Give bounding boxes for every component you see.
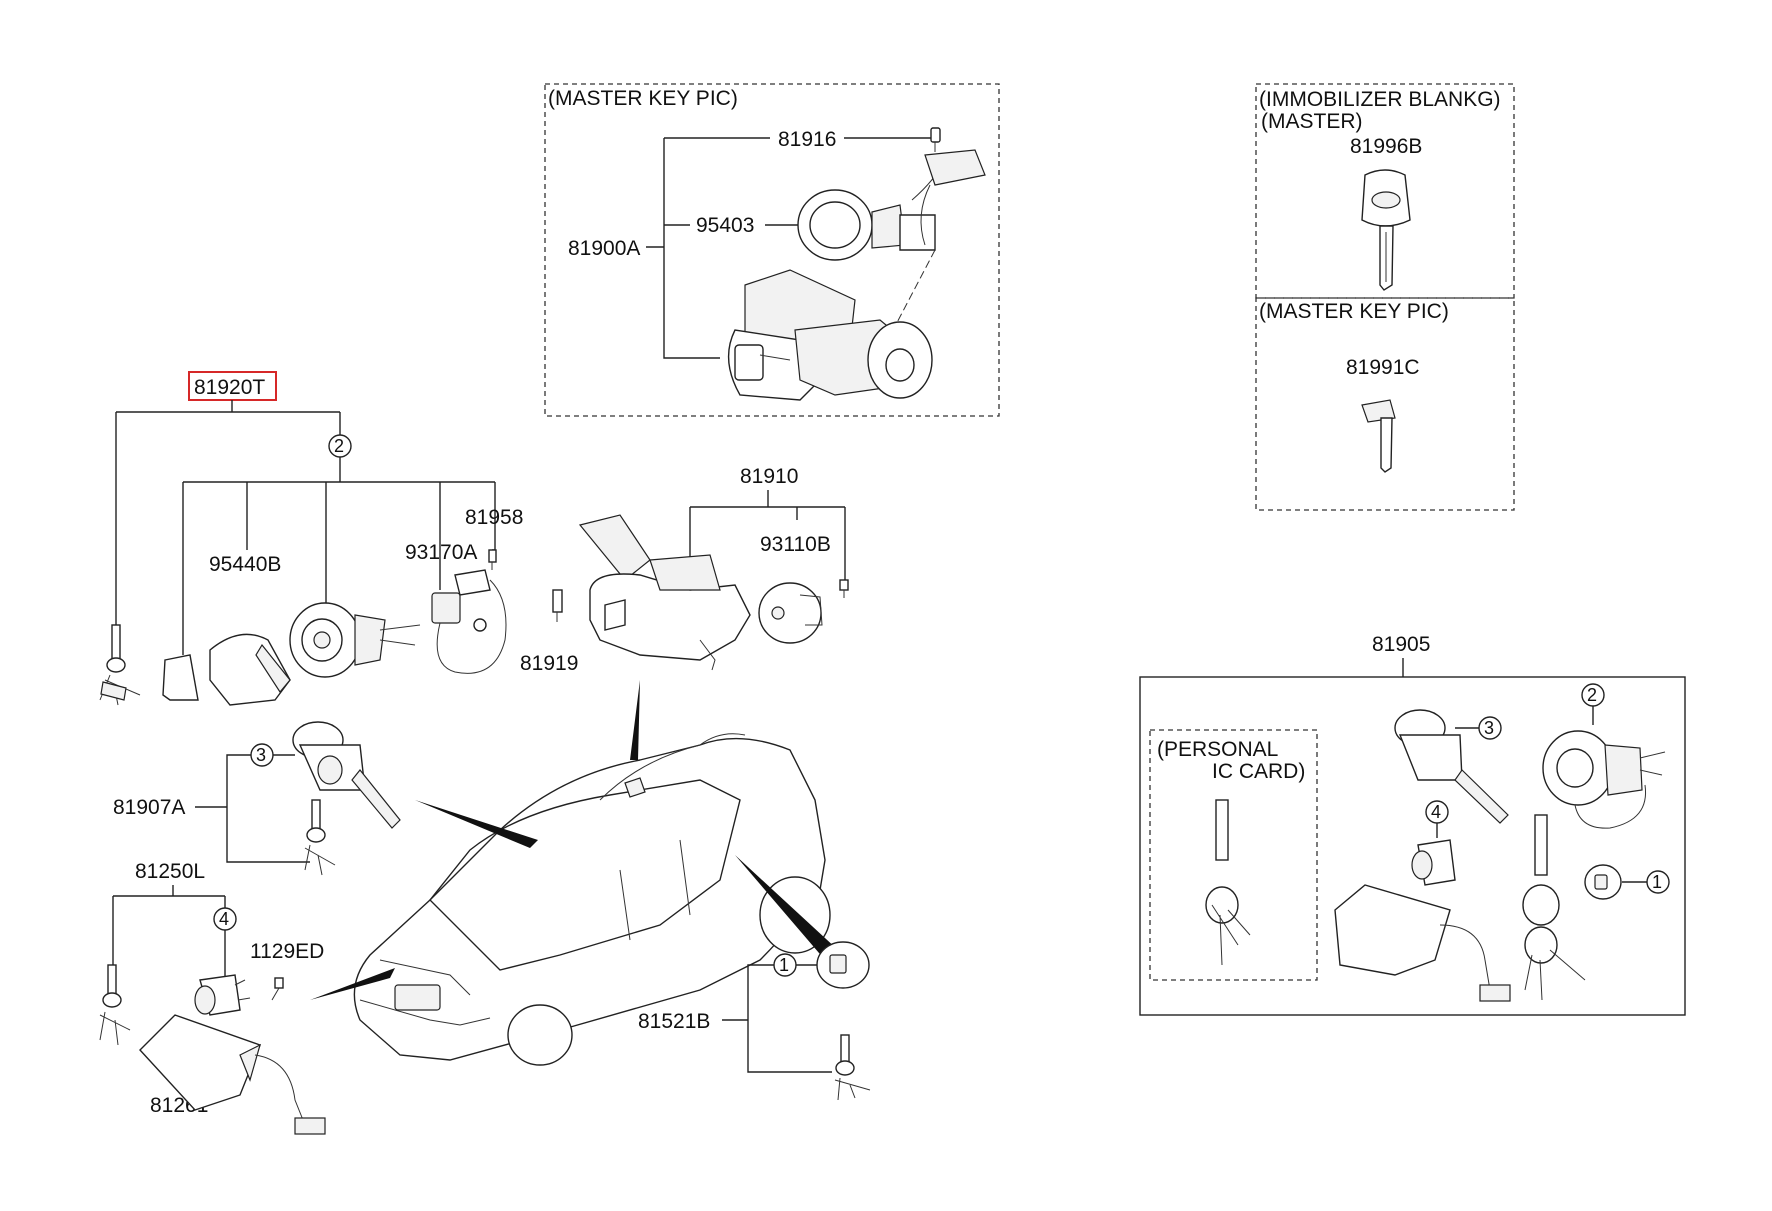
callout-4-left: 4 (213, 907, 237, 931)
personal-ic-card-frame (1149, 729, 1318, 981)
callout-2-top: 2 (328, 434, 352, 458)
leader-81910 (689, 490, 846, 580)
kit-fuel-cylinder-icon (1584, 864, 1622, 900)
ignition-lock-cylinder-icon (289, 602, 421, 678)
label-81250l[interactable]: 81250L (135, 860, 205, 883)
label-1129ed[interactable]: 1129ED (250, 940, 324, 963)
leader-callout-2 (182, 457, 496, 655)
kit-master-key-icon (1522, 814, 1586, 1001)
kit-81905-frame (1139, 676, 1686, 1016)
leader-81907a (195, 754, 310, 863)
screw-81958-icon (488, 549, 497, 570)
master-key-pic-title: (MASTER KEY PIC) (548, 87, 738, 110)
callout-3-kit: 3 (1478, 716, 1502, 740)
immobilizer-frame (1255, 83, 1515, 299)
callout-1-bottom: 1 (773, 953, 797, 977)
key-81996b-icon (1361, 169, 1411, 291)
key-set-81521b-icon (834, 1034, 871, 1101)
lock-kit-81905-group: 81905 (PERSONAL IC CARD) 3 2 (1139, 633, 1686, 1016)
callout-1-text: 1 (779, 955, 789, 975)
pointer-wedge-top (630, 680, 640, 760)
key-set-81920t-icon (99, 624, 141, 706)
harness-93170a-icon (431, 569, 507, 674)
ignition-lock-assembly-icon (727, 269, 933, 401)
label-95440b[interactable]: 95440B (209, 553, 281, 576)
switch-93110b-icon (758, 582, 823, 644)
cross-marker-icon (624, 777, 646, 798)
label-95403[interactable]: 95403 (696, 214, 754, 237)
master-key-leaders (646, 137, 932, 359)
label-81916[interactable]: 81916 (778, 128, 836, 151)
label-81991c[interactable]: 81991C (1346, 356, 1420, 379)
antenna-ring-95403-icon (797, 159, 946, 261)
key-set-81250l-icon (99, 964, 131, 1046)
kit-trunk-cylinder-icon (1411, 839, 1456, 886)
callout-4-kit: 4 (1425, 800, 1449, 824)
label-81905[interactable]: 81905 (1372, 633, 1430, 656)
kit-door-cylinder-icon (1394, 709, 1509, 824)
immobilizer-title: (IMMOBILIZER BLANKG) (1259, 88, 1501, 111)
key-set-81907a-icon (304, 799, 336, 876)
callout-3-kit-text: 3 (1484, 718, 1494, 738)
sedan-outline-icon (353, 733, 831, 1066)
label-81907a[interactable]: 81907A (113, 796, 185, 819)
personal-title: (PERSONAL (1157, 738, 1278, 761)
callout-4-text: 4 (219, 909, 229, 929)
screw-81916-icon (930, 127, 941, 152)
label-93170a[interactable]: 93170A (405, 541, 477, 564)
callout-3-text: 3 (256, 745, 266, 765)
key-81991c-icon (1361, 399, 1396, 473)
master-key-pic-frame (544, 83, 1000, 417)
master-key-pic-right-frame (1255, 297, 1515, 511)
screw-93110b-icon (839, 579, 849, 598)
trunk-lock-81250l-group: 81250L 4 1129ED 81261 (99, 860, 326, 1135)
sensor-81919-icon (552, 589, 563, 622)
label-81910[interactable]: 81910 (740, 465, 798, 488)
cylinder-81521b-icon (816, 941, 870, 989)
pointer-wedge-bottom (310, 968, 395, 1000)
master-key-pic-group: (MASTER KEY PIC) 81916 95403 81900A (544, 83, 1000, 417)
leader-81250l (112, 885, 226, 965)
callout-4-kit-text: 4 (1431, 802, 1441, 822)
lock-set-81920t-group: 81920T 2 95440B 93170A 81958 (99, 371, 523, 706)
screw-1129ed-icon (271, 977, 284, 1001)
trunk-cylinder-icon (194, 974, 251, 1016)
callout-1-kit: 1 (1646, 870, 1670, 894)
label-81996b[interactable]: 81996B (1350, 135, 1422, 158)
callout-1-kit-text: 1 (1652, 872, 1662, 892)
kit-ignition-lock-icon (1542, 730, 1666, 829)
fuel-door-81521b-group: 1 81521B (638, 941, 871, 1101)
master-key-pic-right-title: (MASTER KEY PIC) (1259, 300, 1449, 323)
callout-3-left: 3 (250, 743, 274, 767)
cover-95440b-icon (209, 633, 291, 706)
label-81919[interactable]: 81919 (520, 652, 578, 675)
label-81920t[interactable]: 81920T (194, 376, 265, 399)
callout-2-kit-text: 2 (1587, 685, 1597, 705)
leader-81521b (722, 964, 832, 1073)
trim-piece-icon (162, 654, 199, 701)
steering-lock-body-icon (578, 514, 751, 671)
label-81958[interactable]: 81958 (465, 506, 523, 529)
immobilizer-group: (IMMOBILIZER BLANKG) (MASTER) 81996B (MA… (1255, 83, 1515, 511)
ic-card-title: IC CARD) (1212, 760, 1305, 783)
label-93110b[interactable]: 93110B (760, 533, 831, 556)
steering-lock-81910-group: 81910 93110B 81919 (520, 465, 849, 675)
ic-card-key-icon (1205, 799, 1251, 966)
pointer-wedge-right (735, 855, 838, 960)
trunk-handle-81261-icon (139, 1014, 326, 1135)
label-81900a[interactable]: 81900A (568, 237, 640, 260)
callout-2-kit: 2 (1581, 683, 1605, 707)
kit-trunk-handle-icon (1334, 884, 1511, 1002)
label-81521b[interactable]: 81521B (638, 1010, 710, 1033)
callout-2-text: 2 (334, 436, 344, 456)
leader-81920t (115, 400, 341, 625)
pointer-wedge-left (415, 800, 538, 848)
master-title: (MASTER) (1261, 110, 1363, 133)
door-lock-81907a-group: 3 81907A (113, 721, 401, 876)
door-cylinder-81907a-icon (292, 721, 401, 829)
